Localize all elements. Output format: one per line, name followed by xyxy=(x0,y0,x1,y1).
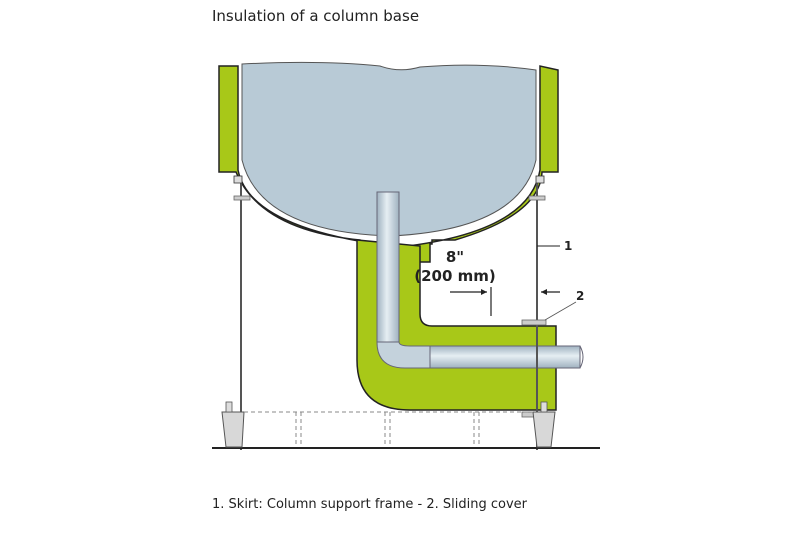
dimension-inches: 8" xyxy=(446,248,464,266)
vessel-insulation xyxy=(218,65,559,263)
foundation xyxy=(212,401,600,449)
skirt-support-frame xyxy=(233,175,546,450)
pipe-vertical xyxy=(376,191,400,343)
callout-1: 1 xyxy=(564,239,572,253)
sliding-cover-top xyxy=(521,319,547,326)
pipe-horizontal xyxy=(429,345,581,369)
diagram-caption: 1. Skirt: Column support frame - 2. Slid… xyxy=(212,497,527,512)
diagram-title: Insulation of a column base xyxy=(212,7,420,25)
callout-2: 2 xyxy=(576,289,584,303)
dimension-arrows xyxy=(450,287,560,316)
vessel-body xyxy=(241,61,537,237)
dimension-mm: (200 mm) xyxy=(414,267,496,285)
